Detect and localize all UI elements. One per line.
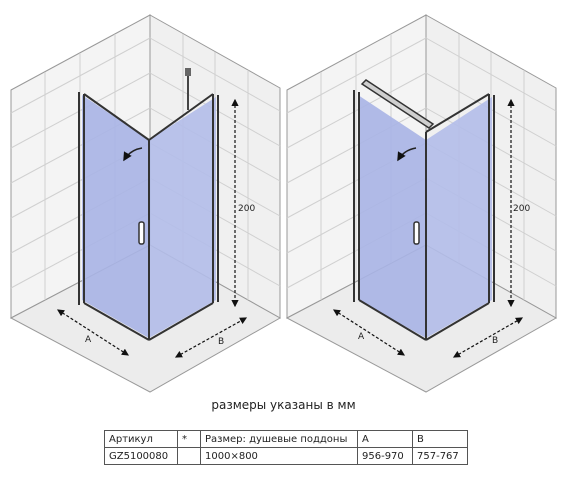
left-frame xyxy=(78,92,219,341)
left-dim-b-line xyxy=(174,317,248,358)
spec-table-header: Артикул * Размер: душевые поддоны A B xyxy=(104,430,468,448)
right-door-handle xyxy=(413,221,420,245)
right-dim-a-line xyxy=(332,309,406,356)
shower-enclosure-drawing: 200 A B xyxy=(9,14,558,393)
left-dim-b-label: B xyxy=(218,337,224,347)
right-door-swing-arrow xyxy=(397,147,417,162)
left-door-handle xyxy=(138,221,145,245)
table-row: GZ5100080 1000×800 956-970 757-767 xyxy=(104,447,468,465)
left-dim-a-label: A xyxy=(85,335,92,345)
right-dim-b-label: B xyxy=(492,336,498,346)
header-b: B xyxy=(412,430,468,448)
cell-size: 1000×800 xyxy=(200,447,358,465)
cell-a: 956-970 xyxy=(357,447,413,465)
right-view: 200 A B xyxy=(285,14,558,393)
left-view: 200 A B xyxy=(9,14,282,393)
left-glass-front xyxy=(82,95,149,338)
spec-table: Артикул * Размер: душевые поддоны A B GZ… xyxy=(104,430,468,465)
left-dim-height-label: 200 xyxy=(238,204,255,214)
right-dim-height-label: 200 xyxy=(513,204,530,214)
left-door-swing-arrow xyxy=(123,147,143,162)
left-glass-side xyxy=(149,97,216,338)
right-top-stabilizer-bar xyxy=(360,79,435,129)
header-star: * xyxy=(177,430,201,448)
cell-b: 757-767 xyxy=(412,447,468,465)
header-a: A xyxy=(357,430,413,448)
right-frame xyxy=(353,90,495,341)
header-article: Артикул xyxy=(104,430,178,448)
right-dim-a-label: A xyxy=(358,332,365,342)
right-glass-side xyxy=(426,97,492,338)
units-caption: размеры указаны в мм xyxy=(211,398,356,412)
right-dim-b-line xyxy=(452,317,524,358)
cell-star xyxy=(177,447,201,465)
left-bracket-mount xyxy=(185,68,191,76)
right-glass-front xyxy=(358,95,426,338)
header-size: Размер: душевые поддоны xyxy=(200,430,358,448)
left-dim-a-line xyxy=(56,309,130,356)
cell-article: GZ5100080 xyxy=(104,447,178,465)
